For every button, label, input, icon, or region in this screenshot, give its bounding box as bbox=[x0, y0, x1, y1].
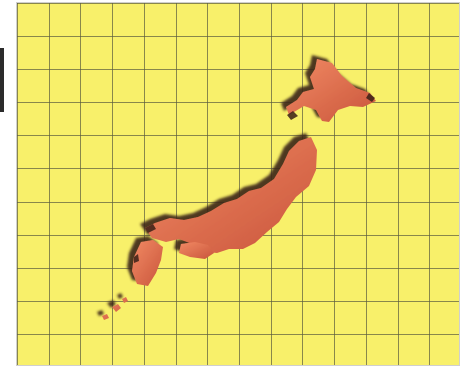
map-canvas[interactable] bbox=[17, 3, 460, 366]
left-edge-bar bbox=[0, 48, 4, 112]
honshu[interactable] bbox=[145, 137, 317, 253]
map-panel[interactable] bbox=[16, 2, 460, 366]
land-layer bbox=[102, 59, 376, 320]
sea-background bbox=[17, 3, 459, 365]
kyushu[interactable] bbox=[132, 240, 163, 286]
map-grid bbox=[17, 3, 459, 365]
hokkaido[interactable] bbox=[286, 59, 376, 122]
okinawa-islands[interactable] bbox=[102, 297, 128, 320]
shikoku[interactable] bbox=[179, 242, 214, 259]
relief-accents bbox=[134, 93, 375, 263]
